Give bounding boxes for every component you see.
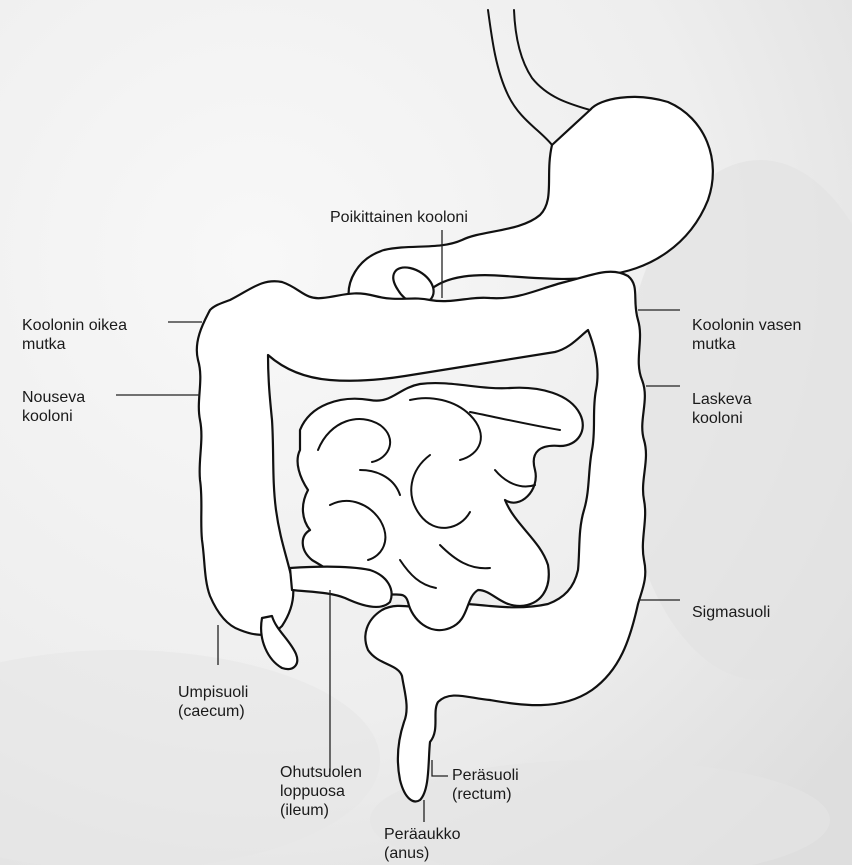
label-text: Koolonin vasen: [692, 316, 801, 335]
label-text: (anus): [384, 844, 461, 863]
label-text: Koolonin oikea: [22, 316, 127, 335]
leader-rectum: [432, 760, 448, 776]
label-caecum: Umpisuoli (caecum): [178, 683, 248, 721]
label-rectum: Peräsuoli (rectum): [452, 766, 519, 804]
label-transverse-colon: Poikittainen kooloni: [330, 208, 468, 227]
label-ascending-colon: Nouseva kooloni: [22, 388, 85, 426]
label-text: loppuosa: [280, 782, 362, 801]
label-text: Sigmasuoli: [692, 603, 770, 622]
label-text: (ileum): [280, 801, 362, 820]
label-text: Peräaukko: [384, 825, 461, 844]
label-text: mutka: [22, 335, 127, 354]
label-text: Poikittainen kooloni: [330, 208, 468, 227]
label-text: (caecum): [178, 702, 248, 721]
label-text: kooloni: [22, 407, 85, 426]
label-text: Umpisuoli: [178, 683, 248, 702]
label-text: Nouseva: [22, 388, 85, 407]
label-text: (rectum): [452, 785, 519, 804]
label-text: Peräsuoli: [452, 766, 519, 785]
label-anus: Peräaukko (anus): [384, 825, 461, 863]
label-ileum: Ohutsuolen loppuosa (ileum): [280, 763, 362, 820]
label-text: Ohutsuolen: [280, 763, 362, 782]
label-left-flexure: Koolonin vasen mutka: [692, 316, 801, 354]
label-text: Laskeva: [692, 390, 752, 409]
label-text: mutka: [692, 335, 801, 354]
esophagus-outline-right: [514, 10, 590, 110]
label-right-flexure: Koolonin oikea mutka: [22, 316, 127, 354]
label-sigmoid: Sigmasuoli: [692, 603, 770, 622]
esophagus-outline-left: [488, 10, 552, 145]
label-text: kooloni: [692, 409, 752, 428]
label-descending-colon: Laskeva kooloni: [692, 390, 752, 428]
terminal-ileum: [290, 567, 392, 607]
